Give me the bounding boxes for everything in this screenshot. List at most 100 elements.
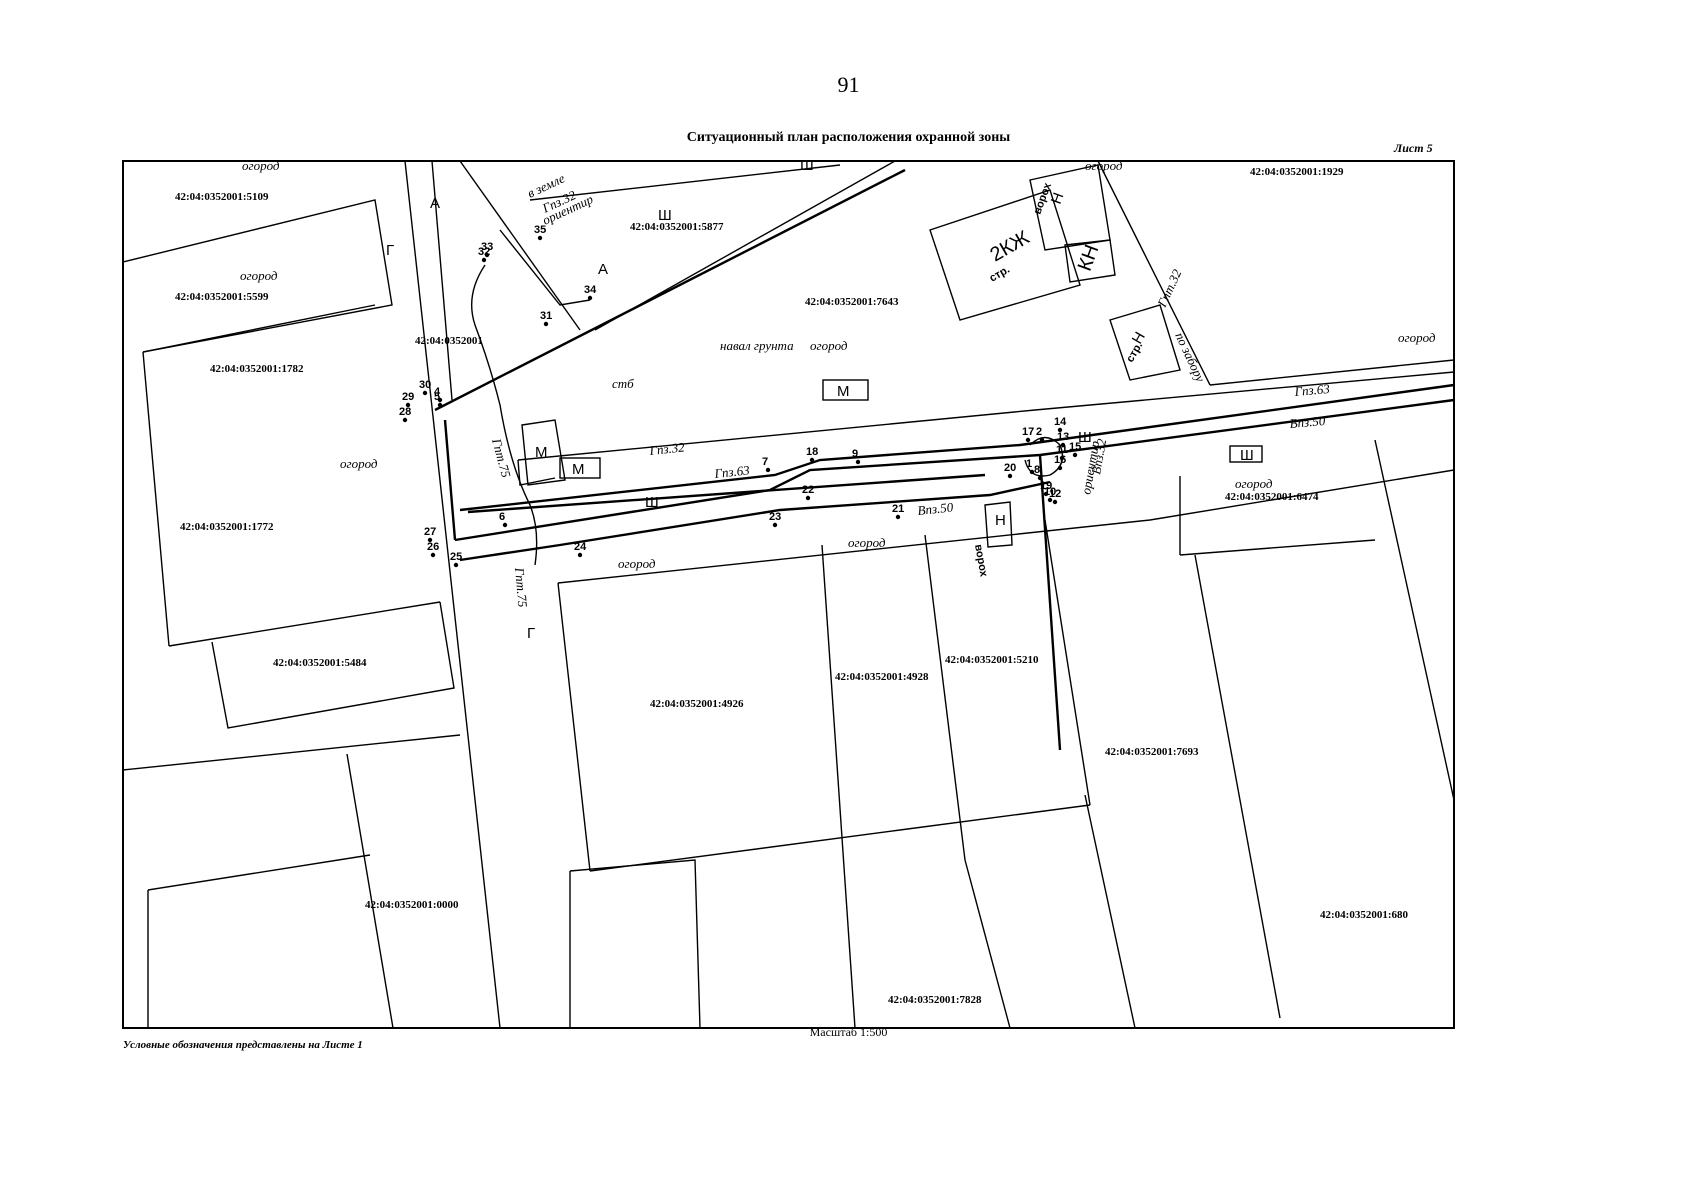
- survey-point-label: 29: [402, 391, 414, 403]
- survey-point-dot: [1052, 499, 1058, 505]
- building-2kzh: [929, 189, 1081, 321]
- survey-point-dot: [537, 235, 543, 241]
- land-label: огород: [242, 158, 280, 173]
- survey-points: 1245678910111213141516171819202122232425…: [399, 224, 1081, 568]
- land-label: огород: [848, 535, 886, 550]
- survey-point-dot: [805, 495, 811, 501]
- parcel-label: 42:04:0352001:5599: [175, 291, 269, 303]
- building-m-left1: [521, 419, 566, 486]
- marker: Ш: [1078, 429, 1092, 446]
- survey-point-dot: [1043, 491, 1049, 497]
- survey-point-label: 24: [574, 541, 587, 553]
- survey-point-dot: [481, 257, 487, 263]
- survey-point-dot: [1029, 469, 1035, 475]
- building-n-right: [1109, 304, 1181, 381]
- parcel-label: 42:04:0352001:5109: [175, 191, 269, 203]
- building-m-left1-label: М: [535, 444, 548, 461]
- building-2kzh-label: 2КЖ: [987, 226, 1034, 266]
- building-m-left2: [559, 457, 601, 479]
- survey-point-label: 7: [762, 456, 768, 468]
- survey-point-dot: [809, 457, 815, 463]
- survey-point-dot: [437, 397, 443, 403]
- building-m-center-label: М: [837, 383, 850, 400]
- survey-point-dot: [1007, 473, 1013, 479]
- survey-point-label: 5: [434, 391, 440, 403]
- utility-label: по забору: [1172, 330, 1208, 384]
- building-n-bottom: [984, 501, 1013, 548]
- markers: Ш Ш Ш Ш А А Г Г: [386, 157, 1092, 642]
- utility-label: Впз.50: [917, 499, 955, 518]
- marker: Ш: [658, 207, 672, 224]
- survey-point-label: 35: [534, 224, 546, 236]
- parcel-label: 42:04:0352001:7643: [805, 296, 899, 308]
- building-m-left2-label: М: [572, 461, 585, 478]
- land-label: огород: [340, 456, 378, 471]
- parcel-label: 42:04:0352001:5484: [273, 657, 367, 669]
- parcel-label: 42:04:0352001:1772: [180, 521, 274, 533]
- survey-point-dot: [1057, 427, 1063, 433]
- survey-point-dot: [1025, 437, 1031, 443]
- survey-point-label: 12: [1049, 488, 1061, 500]
- survey-point-label: 1: [1026, 458, 1032, 470]
- survey-point-dot: [1039, 437, 1045, 443]
- land-label: огород: [810, 338, 848, 353]
- survey-point-label: 30: [419, 379, 431, 391]
- utility-label: навал грунта: [720, 338, 794, 353]
- parcel-label: 42:04:0352001:4928: [835, 671, 929, 683]
- survey-point-dot: [1059, 455, 1065, 461]
- utility-label: Гпт.75: [512, 566, 531, 608]
- building-kn-label: КН: [1074, 242, 1104, 274]
- survey-point-dot: [855, 459, 861, 465]
- survey-point-dot: [422, 390, 428, 396]
- parcel-labels: 42:04:0352001:5109 42:04:0352001:5599 42…: [175, 166, 1408, 1006]
- legend-note: Условные обозначения представлены на Лис…: [123, 1039, 363, 1051]
- protection-zone-lines: [434, 168, 1455, 751]
- sheet-label: Лист 5: [1394, 141, 1433, 155]
- survey-point-dot: [765, 467, 771, 473]
- map-frame: [122, 160, 1455, 1029]
- land-label: огород: [1085, 158, 1123, 173]
- land-label: огород: [1398, 330, 1436, 345]
- utility-label: Гпз.32: [648, 439, 686, 458]
- parcel-label: 42:04:0352001:4926: [650, 698, 744, 710]
- survey-point-label: 15: [1069, 441, 1081, 453]
- marker: Г: [386, 242, 394, 259]
- survey-point-label: 8: [1034, 464, 1040, 476]
- survey-point-label: 6: [499, 511, 505, 523]
- survey-point-dot: [430, 552, 436, 558]
- utility-label: Гпз.63: [1293, 381, 1331, 399]
- survey-point-dot: [453, 562, 459, 568]
- survey-point-dot: [1047, 497, 1053, 503]
- survey-point-label: 20: [1004, 462, 1016, 474]
- land-use-labels: огород огород огород огород огород огоро…: [240, 158, 1436, 571]
- survey-point-label: 18: [806, 446, 818, 458]
- building-n-top: [1029, 164, 1111, 251]
- utility-labels: Гпз.63 Гпз.63 Гпз.32 Впз.50 Впз.50 Гпз.3…: [489, 170, 1331, 608]
- parcel-label: 42:04:0352001:1782: [210, 363, 304, 375]
- survey-point-dot: [543, 321, 549, 327]
- marker: Ш: [645, 494, 659, 511]
- survey-point-label: 19: [1040, 480, 1052, 492]
- scale-label: Масштаб 1:500: [809, 1025, 888, 1039]
- survey-point-label: 25: [450, 551, 462, 563]
- building-sh-right-label: Ш: [1240, 447, 1254, 464]
- survey-point-dot: [1072, 452, 1078, 458]
- marker: А: [598, 261, 608, 278]
- map-title: Ситуационный план расположения охранной …: [686, 130, 1011, 145]
- survey-point-label: 16: [1054, 454, 1066, 466]
- utility-label: Гпз.63: [713, 462, 751, 481]
- land-label: огород: [618, 556, 656, 571]
- survey-point-dot: [577, 552, 583, 558]
- survey-point-dot: [484, 252, 490, 258]
- page-number: 91: [837, 72, 860, 97]
- survey-point-label: 2: [1036, 426, 1042, 438]
- marker: Г: [527, 625, 535, 642]
- survey-point-label: 26: [427, 541, 439, 553]
- survey-point-label: 22: [802, 484, 814, 496]
- parcel-label: 42:04:0352001:6474: [1225, 491, 1319, 503]
- marker: А: [430, 195, 440, 212]
- survey-point-label: 23: [769, 511, 781, 523]
- survey-point-dot: [405, 402, 411, 408]
- survey-point-dot: [502, 522, 508, 528]
